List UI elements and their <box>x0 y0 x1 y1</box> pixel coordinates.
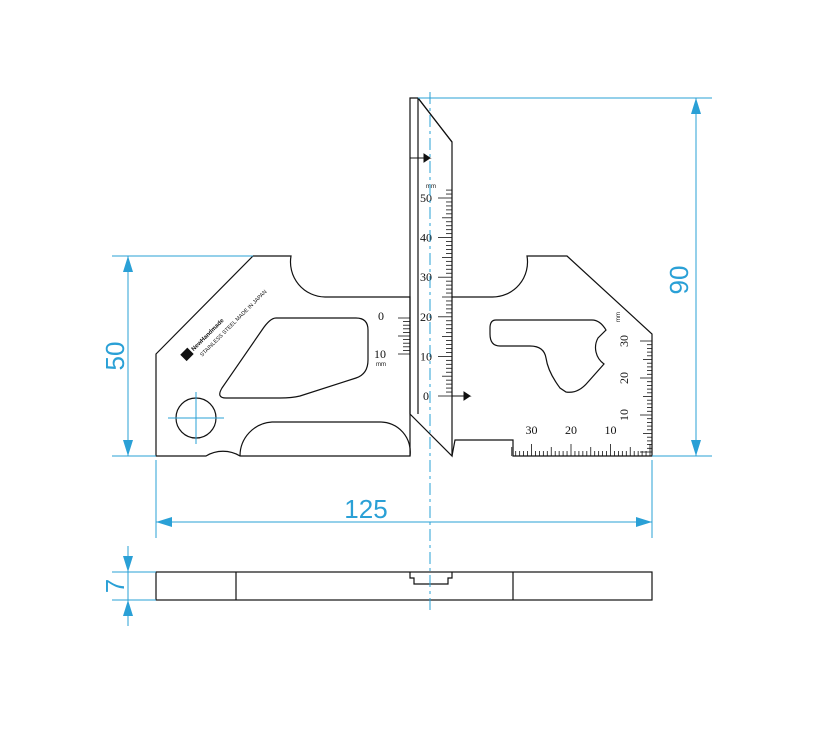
right-cutout <box>489 319 607 393</box>
dimension-90 <box>418 97 712 457</box>
bottom-scale-label: 10 <box>605 423 617 437</box>
mounting-hole <box>168 392 224 444</box>
dimension-125-label: 125 <box>344 494 387 524</box>
vertical-unit-label: mm <box>426 184 436 190</box>
vertical-scale-labels: 0 10 20 30 40 50 <box>420 191 432 403</box>
dimension-50-label: 50 <box>100 342 130 371</box>
right-scale-ticks <box>640 340 652 453</box>
dimension-7-label: 7 <box>100 579 130 593</box>
vertical-scale-label: 30 <box>420 270 432 284</box>
left-scale-label-0: 0 <box>378 309 384 323</box>
left-unit-label: mm <box>376 362 386 368</box>
vertical-scale-label: 20 <box>420 310 432 324</box>
gauge-body-outline <box>155 255 653 457</box>
right-scale-label: 30 <box>617 335 631 347</box>
dimension-50 <box>112 255 253 457</box>
left-cutout <box>219 317 369 399</box>
left-scale-ticks <box>398 317 410 355</box>
right-scale-label: 20 <box>617 372 631 384</box>
right-scale-labels: 10 20 30 <box>617 335 631 421</box>
vertical-scale-label: 10 <box>420 349 432 363</box>
right-scale-label: 10 <box>617 409 631 421</box>
bottom-scale-labels: 30 20 10 <box>526 423 617 437</box>
vertical-scale-label: 40 <box>420 231 432 245</box>
side-view <box>155 571 653 601</box>
brand-logo <box>180 347 194 362</box>
dimension-7 <box>112 546 156 626</box>
origin-label: MADE IN JAPAN <box>235 289 269 323</box>
right-unit-label: mm <box>616 312 622 322</box>
dimension-90-label: 90 <box>664 266 694 295</box>
bottom-scale-ticks <box>511 444 651 456</box>
vertical-scale-label: 0 <box>423 389 429 403</box>
sliding-ruler <box>409 97 453 458</box>
top-pointer-icon <box>410 153 432 163</box>
left-scale-label-10: 10 <box>374 347 386 361</box>
dimension-125 <box>155 460 653 538</box>
brand-block: NewHandmade STAINLESS STEEL MADE IN JAPA… <box>180 289 269 362</box>
vertical-scale-label: 50 <box>420 191 432 205</box>
zero-pointer-icon <box>452 391 472 401</box>
vertical-scale-ticks <box>438 189 452 397</box>
bottom-scale-label: 20 <box>565 423 577 437</box>
bottom-scale-label: 30 <box>526 423 538 437</box>
